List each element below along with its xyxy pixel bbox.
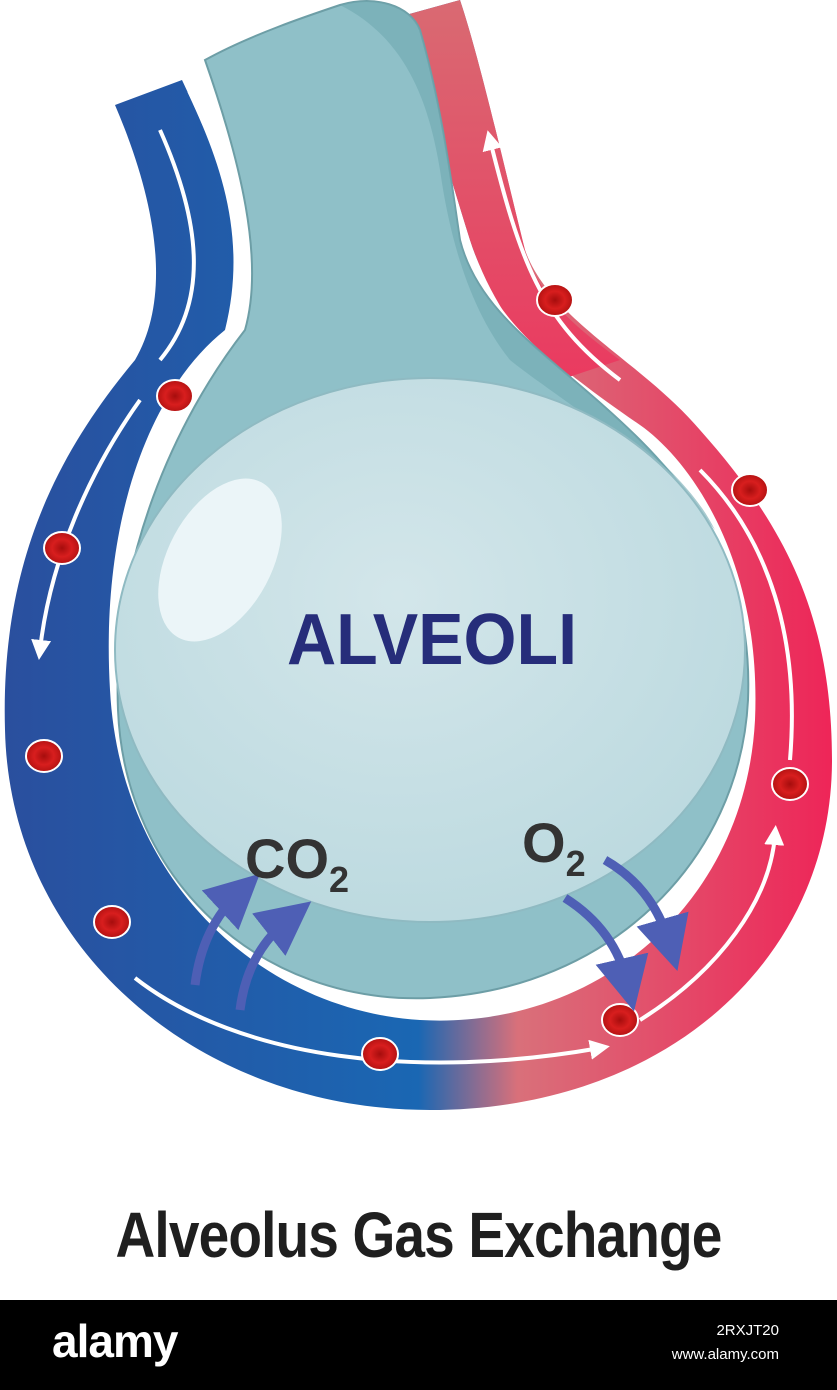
co2-label: CO2: [245, 827, 349, 900]
red-blood-cell: [25, 739, 63, 773]
co2-label-subscript: 2: [329, 859, 349, 900]
watermark-logo: alamy: [52, 1315, 178, 1367]
o2-label: O2: [522, 811, 586, 884]
alveolus-diagram: ALVEOLI CO2 O2: [4, 0, 833, 1110]
red-blood-cell: [601, 1003, 639, 1037]
alveolus-neck-shadow: [340, 1, 715, 530]
flow-arrow-left-top: [158, 129, 196, 362]
watermark-url: www.alamy.com: [671, 1346, 779, 1363]
flow-arrow-right-bottom: [638, 825, 785, 1022]
watermark-bar: alamy 2RXJT20 www.alamy.com: [0, 1300, 837, 1390]
flow-arrow-right-side: [698, 468, 794, 761]
red-blood-cell: [361, 1037, 399, 1071]
flow-arrow-left-side: [31, 398, 142, 660]
red-blood-cell: [43, 531, 81, 565]
flow-arrow-bottom: [133, 976, 610, 1065]
blood-vessel: [4, 0, 833, 1110]
flow-arrow-right-top: [482, 130, 622, 382]
red-blood-cell: [536, 283, 574, 317]
watermark-image-id: 2RXJT20: [716, 1322, 779, 1339]
alveolus-highlight: [158, 478, 282, 642]
oxygenated-vessel-top: [395, 0, 620, 380]
alveoli-label: ALVEOLI: [287, 600, 577, 680]
co2-label-base: CO: [245, 827, 329, 890]
co2-arrow: [235, 901, 312, 1011]
red-blood-cell: [731, 473, 769, 507]
red-blood-cell: [771, 767, 809, 801]
red-blood-cell: [156, 379, 194, 413]
co2-arrow: [190, 873, 260, 986]
o2-arrow: [602, 856, 689, 971]
o2-label-subscript: 2: [566, 843, 586, 884]
red-blood-cell: [93, 905, 131, 939]
o2-label-base: O: [522, 811, 566, 874]
o2-arrow: [562, 894, 649, 1012]
red-blood-cells: [25, 283, 809, 1071]
diagram-caption: Alveolus Gas Exchange: [115, 1199, 723, 1271]
